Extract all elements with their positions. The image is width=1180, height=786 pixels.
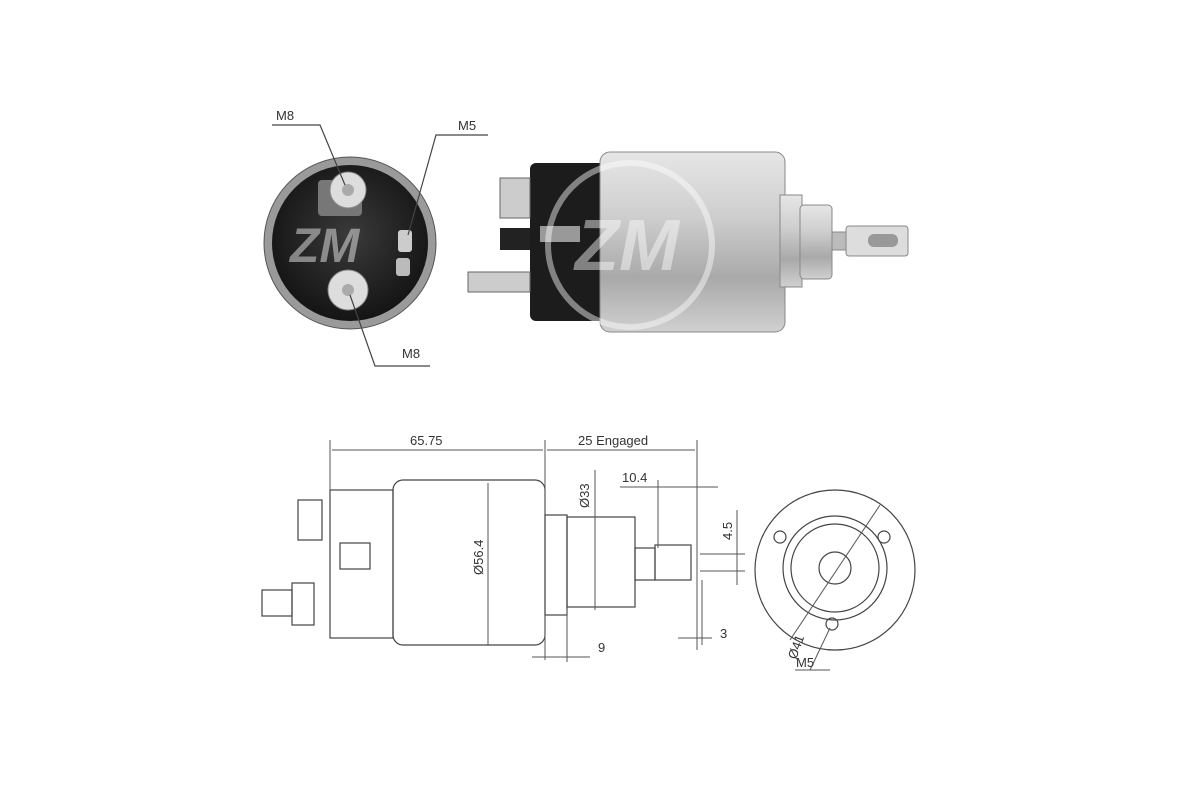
dim-travel: 25 Engaged bbox=[578, 433, 648, 448]
dim-mount-thread: M5 bbox=[796, 655, 814, 670]
label-m8-bottom: M8 bbox=[402, 346, 420, 361]
end-view-callouts: M8 M5 M8 bbox=[272, 108, 488, 367]
dim-eye-width: 4.5 bbox=[720, 522, 735, 540]
drawing-dimensions: 65.75 25 Engaged Ø56.4 Ø33 10.4 4.5 3 9 bbox=[329, 433, 745, 662]
svg-text:ZM: ZM bbox=[573, 206, 681, 286]
dim-body-diameter: Ø56.4 bbox=[471, 540, 486, 575]
dim-eye-offset: 10.4 bbox=[622, 470, 647, 485]
label-m5: M5 bbox=[458, 118, 476, 133]
side-view-photo bbox=[467, 151, 909, 333]
label-m8-top: M8 bbox=[276, 108, 294, 123]
dim-length: 65.75 bbox=[410, 433, 443, 448]
end-view-photo bbox=[263, 156, 437, 330]
drawing-end-view: Ø41 M5 bbox=[754, 489, 916, 671]
watermark-logo: ZM ZM bbox=[288, 160, 715, 330]
svg-text:ZM: ZM bbox=[288, 220, 360, 273]
dim-collar: 9 bbox=[598, 640, 605, 655]
dim-plunger-diameter: Ø33 bbox=[577, 483, 592, 508]
dim-eye-thickness: 3 bbox=[720, 626, 727, 641]
